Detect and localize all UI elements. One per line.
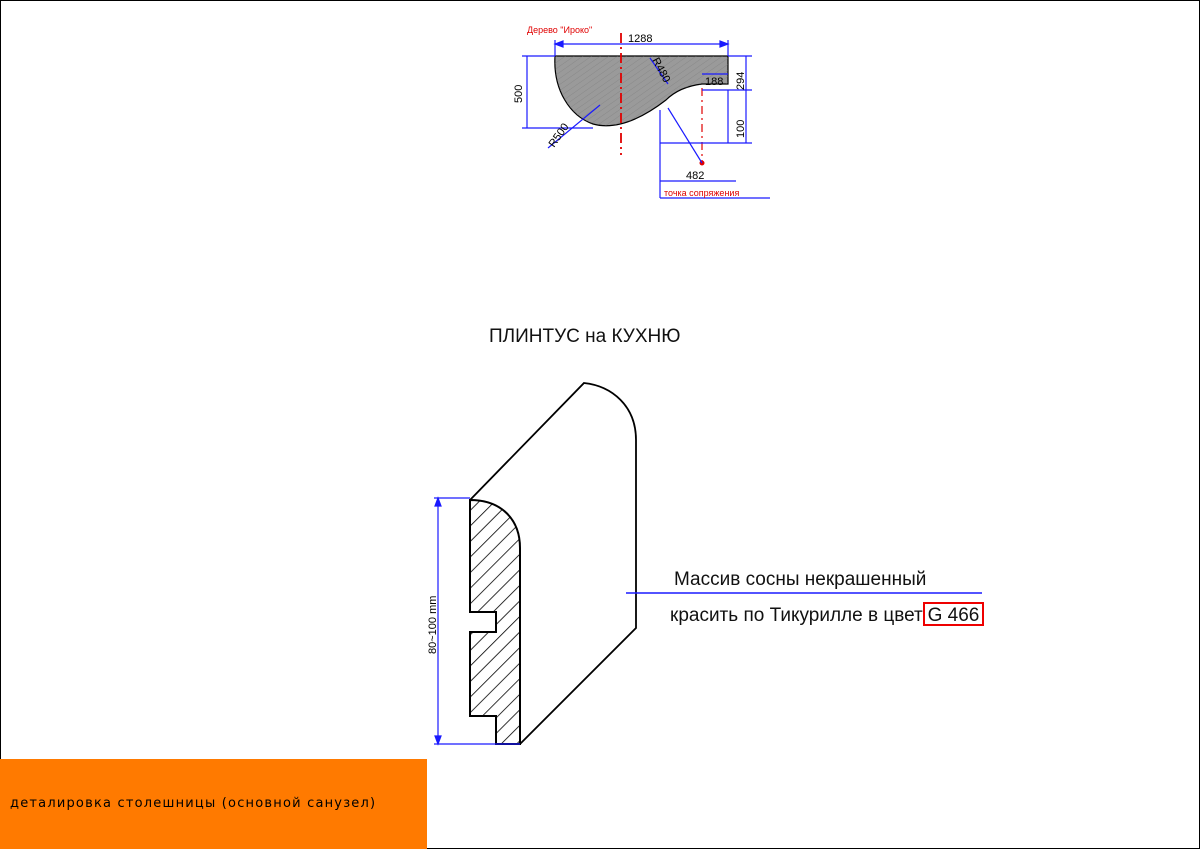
paint-note: красить по Тикурилле в цвет <box>670 605 923 626</box>
height-dimension-label: 80~100 mm <box>427 596 439 654</box>
baseboard-outline <box>469 382 637 745</box>
dim-482-label: 482 <box>686 170 704 182</box>
junction-label: точка сопряжения <box>664 188 739 198</box>
color-code-box: G 466 <box>923 602 984 626</box>
material-label: Дерево "Ироко" <box>527 25 592 35</box>
dimension-1288 <box>553 40 730 56</box>
countertop-plan <box>522 33 770 199</box>
dimension-482 <box>659 107 770 199</box>
dim-188-label: 188 <box>705 76 723 88</box>
dimension-500 <box>522 55 593 129</box>
dim-100-label: 100 <box>735 120 747 138</box>
height-dimension <box>434 496 520 746</box>
dim-r500-label: R500 <box>547 121 572 149</box>
leader-r500 <box>547 104 601 149</box>
baseboard-profile <box>469 498 521 745</box>
dim-294-label: 294 <box>735 72 747 90</box>
dimension-100 <box>660 90 752 144</box>
footer-label: деталировка столешницы (основной санузел… <box>10 796 377 811</box>
material-note: Массив сосны некрашенный <box>674 569 927 590</box>
footer-band: деталировка столешницы (основной санузел… <box>0 759 427 849</box>
dimension-294 <box>702 55 752 91</box>
leader-r480 <box>649 57 669 85</box>
dim-1288-label: 1288 <box>628 33 652 45</box>
baseboard-drawing <box>434 382 982 746</box>
dim-500-label: 500 <box>513 85 525 103</box>
section-title: ПЛИНТУС на КУХНЮ <box>489 326 681 347</box>
